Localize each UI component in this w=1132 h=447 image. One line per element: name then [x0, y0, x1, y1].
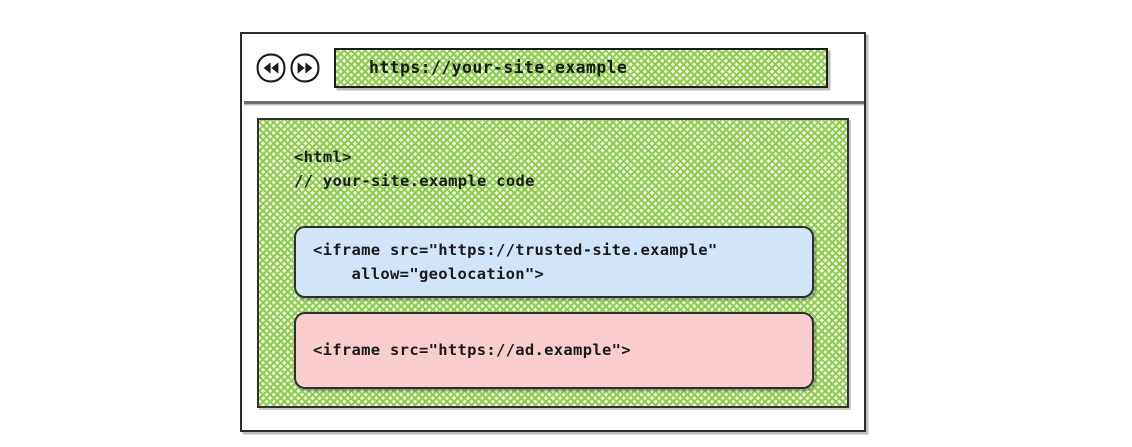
fast-forward-icon	[290, 53, 320, 82]
back-button[interactable]	[255, 52, 287, 84]
trusted-site-iframe[interactable]: <iframe src="https://trusted-site.exampl…	[294, 226, 814, 298]
browser-window: https://your-site.example <html> // your…	[240, 32, 866, 432]
url-bar[interactable]: https://your-site.example	[334, 47, 828, 88]
ad-iframe[interactable]: <iframe src="https://ad.example">	[294, 312, 814, 389]
page-content-area: <html> // your-site.example code <iframe…	[257, 118, 849, 408]
url-text: https://your-site.example	[369, 58, 628, 77]
ad-iframe-code: <iframe src="https://ad.example">	[313, 341, 631, 360]
forward-button[interactable]	[289, 52, 321, 84]
page-source-code: <html> // your-site.example code	[294, 148, 535, 190]
trusted-site-iframe-code: <iframe src="https://trusted-site.exampl…	[313, 240, 718, 283]
browser-toolbar: https://your-site.example	[242, 34, 864, 101]
toolbar-separator	[244, 101, 864, 104]
rewind-icon	[256, 53, 286, 82]
